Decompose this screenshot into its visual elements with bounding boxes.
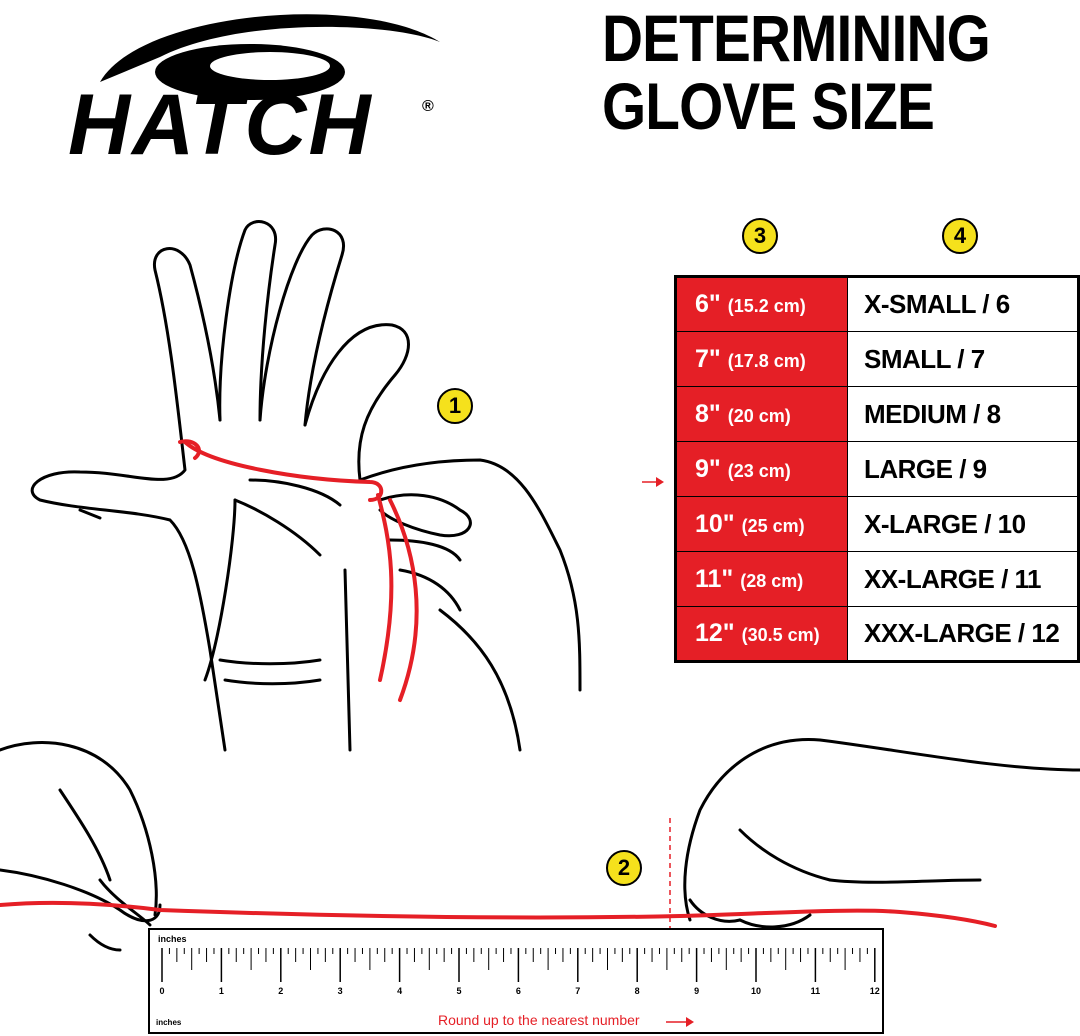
row-pointer-arrow-icon bbox=[642, 477, 664, 487]
title-line-1: DETERMINING bbox=[602, 1, 991, 75]
size-row: 9" (23 cm)LARGE / 9 bbox=[675, 441, 1079, 497]
hatch-logo: HATCH ® bbox=[60, 2, 460, 168]
size-measurement-cell: 8" (20 cm) bbox=[675, 386, 848, 442]
size-cm: (30.5 cm) bbox=[741, 625, 820, 645]
size-label-cell: XXX-LARGE / 12 bbox=[847, 606, 1079, 662]
ruler-label: inches bbox=[158, 934, 187, 944]
measuring-hands-illustration bbox=[0, 738, 1080, 1030]
step-4-badge: 4 bbox=[942, 218, 978, 254]
ruler-number: 11 bbox=[810, 986, 821, 996]
logo-swoosh-icon bbox=[100, 14, 440, 100]
palm-hand-illustration bbox=[30, 220, 582, 752]
size-measurement-cell: 11" (28 cm) bbox=[675, 551, 848, 607]
size-cm: (23 cm) bbox=[727, 460, 791, 481]
round-up-note: Round up to the nearest number bbox=[438, 1012, 640, 1028]
size-label-cell: XX-LARGE / 11 bbox=[847, 551, 1079, 607]
size-measurement-cell: 10" (25 cm) bbox=[675, 496, 848, 552]
size-measurement-cell: 7" (17.8 cm) bbox=[675, 331, 848, 387]
size-inches: 12" bbox=[695, 619, 735, 647]
registered-mark: ® bbox=[422, 98, 434, 115]
ruler-number: 3 bbox=[337, 986, 343, 996]
round-up-arrow-icon bbox=[666, 1017, 694, 1027]
ruler-number: 4 bbox=[397, 986, 403, 996]
size-cm: (28 cm) bbox=[740, 570, 804, 591]
ruler-number: 1 bbox=[218, 986, 224, 996]
size-row: 11" (28 cm)XX-LARGE / 11 bbox=[675, 551, 1079, 607]
ruler-number: 12 bbox=[869, 986, 880, 996]
size-row: 7" (17.8 cm)SMALL / 7 bbox=[675, 331, 1079, 387]
ruler-number: 5 bbox=[456, 986, 462, 996]
size-cm: (25 cm) bbox=[741, 515, 805, 536]
logo-wordmark: HATCH bbox=[68, 77, 373, 173]
ruler-number: 9 bbox=[694, 986, 700, 996]
ruler-number: 2 bbox=[278, 986, 284, 996]
ruler-unit-label: inches bbox=[156, 1018, 182, 1027]
size-inches: 9" bbox=[695, 454, 721, 483]
size-measurement-cell: 9" (23 cm) bbox=[675, 441, 848, 497]
size-cm: (17.8 cm) bbox=[727, 350, 806, 371]
size-inches: 6" bbox=[695, 290, 721, 318]
size-measurement-cell: 12" (30.5 cm) bbox=[675, 606, 848, 662]
ruler-number: 10 bbox=[750, 986, 762, 996]
size-label-cell: MEDIUM / 8 bbox=[847, 386, 1079, 442]
size-row: 8" (20 cm)MEDIUM / 8 bbox=[675, 386, 1079, 442]
ruler-number: 8 bbox=[634, 986, 640, 996]
size-cm: (20 cm) bbox=[727, 405, 791, 426]
size-inches: 8" bbox=[695, 399, 721, 428]
step-1-badge: 1 bbox=[437, 388, 473, 424]
ruler-ticks bbox=[161, 948, 876, 982]
size-inches: 7" bbox=[695, 344, 721, 373]
size-label-cell: X-LARGE / 10 bbox=[847, 496, 1079, 552]
size-row: 12" (30.5 cm)XXX-LARGE / 12 bbox=[675, 606, 1079, 662]
ruler-number: 7 bbox=[575, 986, 581, 996]
size-label-cell: SMALL / 7 bbox=[847, 331, 1079, 387]
size-label-cell: LARGE / 9 bbox=[847, 441, 1079, 497]
page-title: DETERMINING GLOVE SIZE bbox=[602, 4, 1006, 140]
step-3-badge: 3 bbox=[742, 218, 778, 254]
size-inches: 10" bbox=[695, 509, 735, 538]
size-inches: 11" bbox=[695, 564, 734, 593]
size-measurement-cell: 6" (15.2 cm) bbox=[675, 276, 848, 332]
size-label-cell: X-SMALL / 6 bbox=[847, 276, 1079, 332]
size-row: 6" (15.2 cm)X-SMALL / 6 bbox=[675, 276, 1079, 332]
ruler-number: 6 bbox=[515, 986, 521, 996]
title-line-2: GLOVE SIZE bbox=[602, 69, 935, 143]
ruler-number: 0 bbox=[159, 986, 165, 996]
size-row: 10" (25 cm)X-LARGE / 10 bbox=[675, 496, 1079, 552]
size-cm: (15.2 cm) bbox=[727, 296, 806, 316]
step-2-badge: 2 bbox=[606, 850, 642, 886]
